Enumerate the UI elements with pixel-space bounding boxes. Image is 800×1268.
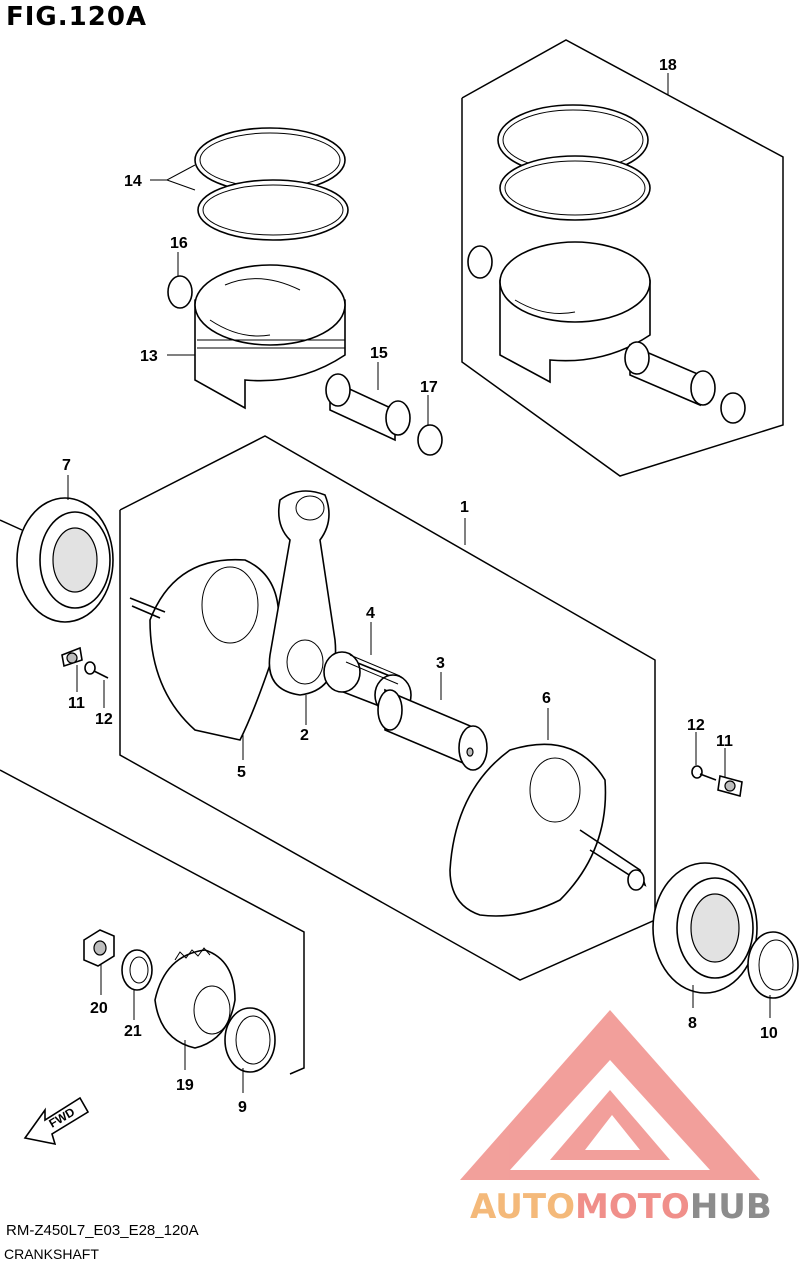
callout-2: 2 — [300, 727, 309, 744]
callout-8: 8 — [688, 1015, 697, 1032]
piston-pin-clip-17 — [417, 424, 443, 456]
callout-labels: 1 2 3 4 5 6 7 8 9 10 11 12 11 12 13 14 1… — [62, 57, 778, 1116]
screw-12-left — [84, 661, 109, 679]
screw-12-right — [691, 765, 717, 781]
callout-7: 7 — [62, 457, 71, 474]
box-piston-assembly — [461, 39, 784, 477]
callout-6: 6 — [542, 690, 551, 707]
gear-19 — [154, 947, 236, 1049]
bearing-8 — [652, 862, 758, 994]
leader-lines — [67, 73, 771, 1093]
callout-11-left: 11 — [68, 695, 85, 712]
bearing-7 — [16, 497, 114, 623]
crank-web-6 — [449, 743, 647, 917]
callout-4: 4 — [366, 605, 375, 622]
washer-11-right — [717, 774, 743, 798]
piston-pin-15 — [325, 373, 411, 442]
callout-12-left: 12 — [95, 711, 113, 728]
callout-20: 20 — [90, 1000, 108, 1017]
washer-11-left — [61, 646, 83, 668]
callout-19: 19 — [176, 1077, 194, 1094]
fwd-arrow: FWD — [23, 1096, 90, 1146]
callout-14: 14 — [124, 173, 142, 190]
oil-seal-10 — [747, 931, 799, 999]
piston-set-18 — [467, 104, 746, 424]
watermark-part3: HUB — [690, 1187, 772, 1227]
watermark-logo — [460, 1010, 760, 1180]
box-left-side — [0, 519, 305, 1075]
piston-rings-14 — [194, 127, 349, 241]
crank-web-5 — [129, 558, 280, 741]
callout-3: 3 — [436, 655, 445, 672]
figure-caption: CRANKSHAFT — [4, 1246, 99, 1262]
washer-21 — [121, 949, 153, 991]
callout-15: 15 — [370, 345, 388, 362]
nut-20 — [83, 929, 115, 967]
oil-seal-9 — [224, 1007, 276, 1073]
watermark-text: AUTOMOTOHUB — [470, 1187, 772, 1227]
callout-1: 1 — [460, 499, 469, 516]
callout-10: 10 — [760, 1025, 778, 1042]
callout-5: 5 — [237, 764, 246, 781]
crank-pin-3 — [377, 688, 488, 771]
callout-21: 21 — [124, 1023, 142, 1040]
callout-18: 18 — [659, 57, 677, 74]
callout-13: 13 — [140, 348, 158, 365]
callout-17: 17 — [420, 379, 438, 396]
callout-16: 16 — [170, 235, 188, 252]
figure-title: FIG.120A — [6, 2, 148, 32]
piston-13 — [194, 264, 346, 410]
watermark-part1: AUTO — [470, 1187, 575, 1227]
piston-pin-clip-16 — [167, 275, 193, 309]
callout-12-right: 12 — [687, 717, 705, 734]
svg-text:AUTOMOTOHUB: AUTOMOTOHUB — [470, 1187, 772, 1227]
figure-code: RM-Z450L7_E03_E28_120A — [6, 1222, 199, 1239]
callout-11-right: 11 — [716, 733, 733, 750]
callout-9: 9 — [238, 1099, 247, 1116]
watermark-part2: MOTO — [575, 1187, 690, 1227]
